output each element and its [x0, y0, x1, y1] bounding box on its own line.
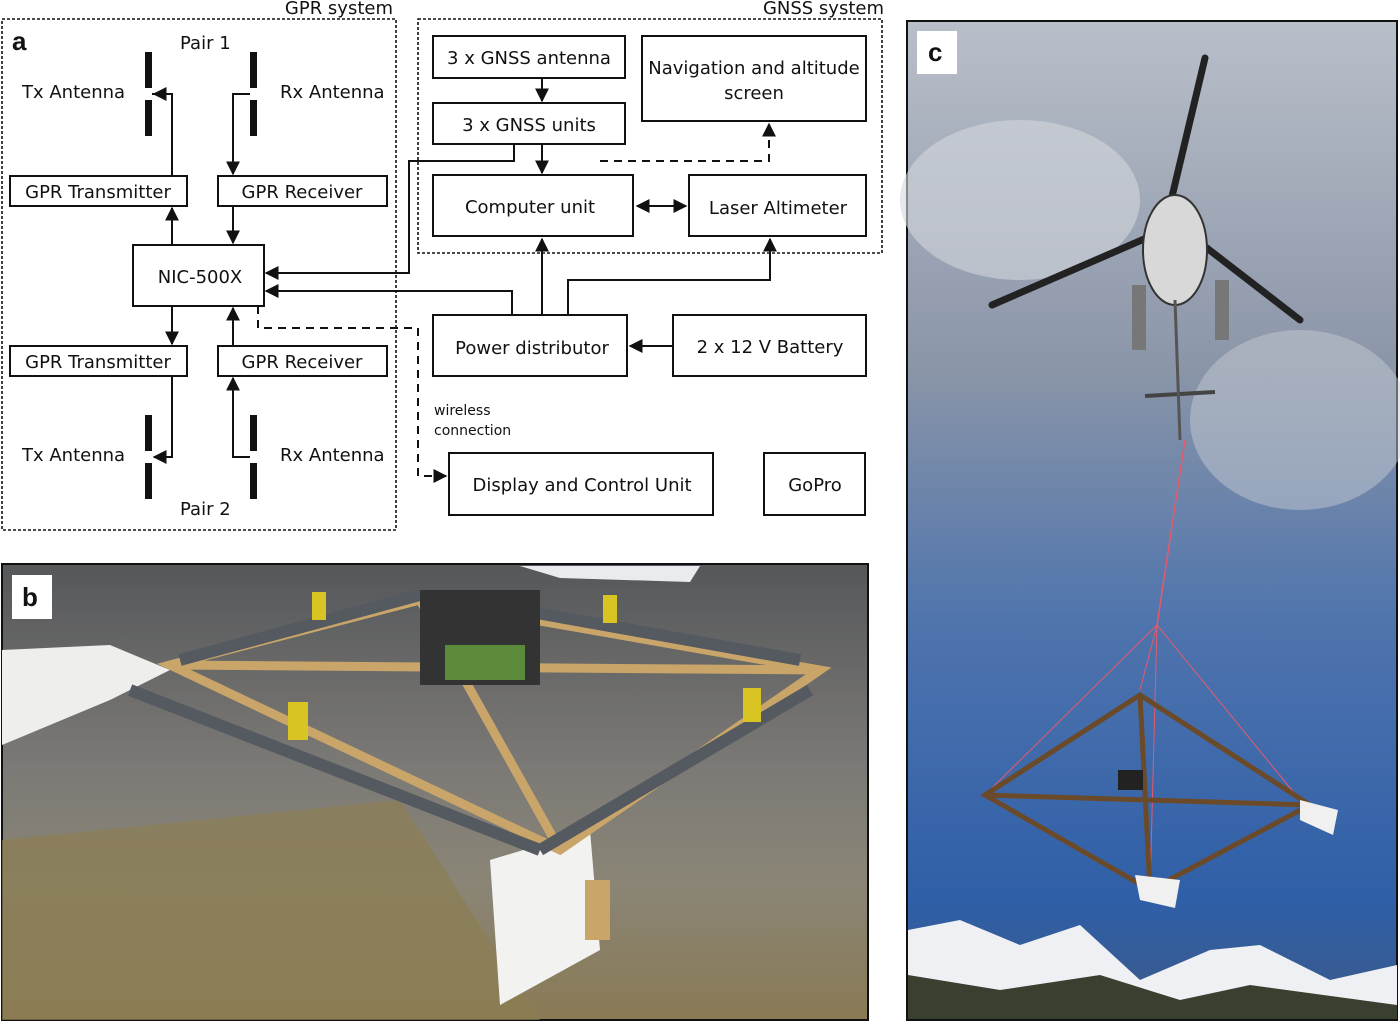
gopro-box — [763, 452, 866, 516]
display-control-unit-label: Display and Control Unit — [472, 475, 691, 496]
tx-antenna-label-2: Tx Antenna — [21, 445, 125, 466]
rx-antenna-label-2: Rx Antenna — [280, 445, 385, 466]
rx-antenna-icon-1 — [226, 52, 257, 176]
gpr-system-boundary — [1, 18, 397, 531]
nav-screen-label-line1: Navigation and altitude — [648, 58, 859, 79]
nav-screen-label-line2: screen — [724, 83, 784, 104]
display-control-unit-box — [448, 452, 714, 516]
laser-altimeter-label: Laser Altimeter — [709, 198, 848, 219]
gnss-system-boundary — [417, 18, 883, 254]
gpr-transmitter-label-1: GPR Transmitter — [25, 182, 171, 203]
nav-screen-box — [641, 35, 867, 122]
panel-label-c-background — [917, 31, 957, 74]
gpr-receiver-label-2: GPR Receiver — [242, 352, 364, 373]
gnss-antenna-box — [432, 35, 626, 79]
gnss-units-box — [432, 102, 626, 145]
gpr-transmitter-box-1 — [9, 175, 188, 207]
battery-box — [672, 314, 867, 377]
gpr-receiver-box-1 — [217, 175, 388, 207]
nic-500x-box — [132, 244, 265, 307]
tx-antenna-icon-2 — [145, 376, 173, 499]
tx-antenna-icon-1 — [145, 52, 173, 176]
panel-label-b-background — [12, 575, 52, 619]
battery-label: 2 x 12 V Battery — [697, 337, 844, 358]
gnss-units-label: 3 x GNSS units — [462, 115, 596, 136]
gnss-system-title: GNSS system — [763, 0, 884, 19]
rx-antenna-icon-2 — [226, 376, 257, 499]
nic-500x-label: NIC-500X — [158, 267, 243, 288]
panel-label-c: c — [928, 37, 942, 67]
gpr-transmitter-label-2: GPR Transmitter — [25, 352, 171, 373]
gpr-system-title: GPR system — [285, 0, 393, 19]
photo-helicopter-with-gpr — [900, 20, 1400, 1021]
gpr-transmitter-box-2 — [9, 345, 188, 377]
photo-gpr-frame-on-ground — [1, 563, 869, 1021]
computer-unit-label: Computer unit — [465, 197, 595, 218]
computer-unit-box — [432, 174, 634, 237]
wireless-label-line1: wireless — [434, 403, 491, 419]
wireless-label-line2: connection — [434, 423, 511, 439]
power-distributor-box — [432, 314, 628, 377]
gpr-receiver-label-1: GPR Receiver — [242, 182, 364, 203]
rx-antenna-label-1: Rx Antenna — [280, 82, 385, 103]
panel-label-b: b — [22, 582, 38, 612]
pair1-label: Pair 1 — [180, 33, 231, 54]
laser-altimeter-box — [688, 174, 867, 237]
pair2-label: Pair 2 — [180, 499, 231, 520]
tx-antenna-label-1: Tx Antenna — [21, 82, 125, 103]
panel-label-a: a — [12, 26, 27, 56]
gopro-label: GoPro — [788, 475, 842, 496]
power-distributor-label: Power distributor — [455, 338, 609, 359]
gpr-receiver-box-2 — [217, 345, 388, 377]
gnss-antenna-label: 3 x GNSS antenna — [447, 48, 611, 69]
